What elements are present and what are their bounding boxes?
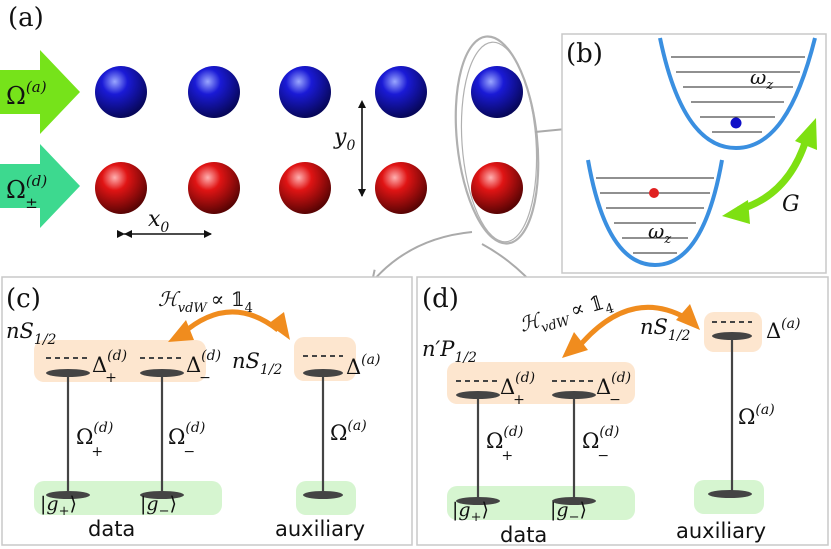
omega-a-arrow-label: Ω(a) <box>6 78 47 110</box>
panel-c-data-label: data <box>88 517 135 541</box>
data-ion <box>649 188 659 198</box>
data-atom <box>95 162 147 214</box>
x0-label: x0 <box>148 207 169 236</box>
panel-d-label: (d) <box>422 284 459 314</box>
phonon-coupling-arrow <box>722 118 817 224</box>
panel-c-detuned-levels <box>46 355 343 359</box>
auxiliary-trap-potential <box>658 37 817 151</box>
y0-arrowhead-top <box>358 100 366 108</box>
panel-d-g-plus: |g+⟩ <box>452 499 489 525</box>
auxiliary-atom <box>188 66 240 118</box>
aux-excited-band <box>294 337 356 381</box>
aux-excited-band-d <box>704 312 762 352</box>
panel-d-data-label: data <box>500 523 547 547</box>
level-aux-excited-d <box>712 332 752 340</box>
data-ground-band-d <box>447 486 635 520</box>
data-ground-band <box>34 481 222 515</box>
panel-c-g-plus: |g+⟩ <box>40 493 77 519</box>
panel-d-transitions <box>476 337 734 500</box>
data-trap: ωz <box>586 159 724 268</box>
omega-d-laser-arrow <box>0 144 80 228</box>
panel-d-omega-minus: Ω(d)− <box>582 424 619 464</box>
level-g-plus <box>46 491 90 499</box>
panel-c-g-minus: |g−⟩ <box>140 493 177 519</box>
panel-c-omega-plus: Ω(d)+ <box>76 420 113 460</box>
auxiliary-atom <box>471 66 523 118</box>
panel-d-delta-plus: Δ(d)+ <box>500 370 535 408</box>
panel-a-label: (a) <box>8 3 44 33</box>
panel-d-omega-plus: Ω(d)+ <box>486 424 523 464</box>
panel-c-omega-minus: Ω(d)− <box>168 420 205 460</box>
level-aux-ground-d <box>708 490 752 498</box>
pointer-to-c <box>372 231 473 282</box>
level-g-plus-d <box>456 497 500 505</box>
panel-c-aux-label: auxiliary <box>275 517 365 541</box>
data-trap-potential <box>586 159 724 268</box>
data-atom <box>375 162 427 214</box>
panel-c-delta-plus: Δ(d)+ <box>92 348 127 386</box>
omega-z-upper-label: ωz <box>750 65 773 93</box>
panel-d-level-p: n′P1/2 <box>422 337 477 366</box>
level-g-minus-d <box>552 497 596 505</box>
level-plus-excited <box>46 369 90 377</box>
panel-c-hamiltonian: ℋvdW∝ 𝟙4 <box>158 287 253 316</box>
data-atom-row <box>95 162 523 214</box>
x0-arrowhead-left <box>124 230 132 238</box>
panel-c-delta-minus: Δ(d)− <box>186 348 221 386</box>
level-g-minus <box>140 491 184 499</box>
panel-c-label: (c) <box>6 284 41 314</box>
auxiliary-ion <box>730 117 742 129</box>
level-minus-excited <box>140 369 184 377</box>
panel-d-vdw-arrow <box>562 304 700 358</box>
level-aux-ground <box>303 491 343 499</box>
omega-a-laser-arrow <box>0 50 80 134</box>
level-plus-excited-d <box>456 391 500 399</box>
panel-c-level-right: nS1/2 <box>232 349 283 378</box>
panel-d-delta-minus: Δ(d)− <box>596 370 631 408</box>
coupling-label: G <box>782 192 800 217</box>
panel-c-omega-a: Ω(a) <box>330 418 367 445</box>
y0-label: y0 <box>333 125 355 154</box>
auxiliary-atom-row <box>95 66 523 118</box>
panel-c-level-left: nS1/2 <box>6 319 57 348</box>
auxiliary-atom <box>279 66 331 118</box>
panel-d-aux-label: auxiliary <box>676 519 766 543</box>
panel-d-g-minus: |g−⟩ <box>550 499 587 525</box>
panel-b-frame <box>561 33 827 274</box>
omega-z-lower-label: ωz <box>648 219 671 247</box>
panel-c-vdw-arrow <box>168 309 290 342</box>
panel-b-label: (b) <box>566 39 603 69</box>
data-atom <box>188 162 240 214</box>
level-minus-excited-d <box>552 391 596 399</box>
omega-d-arrow-label: Ω(d)± <box>6 172 47 212</box>
selection-ellipse <box>454 35 540 245</box>
panel-d-levels <box>456 332 752 505</box>
panel-d-detuned-levels <box>456 321 752 382</box>
panel-d-delta-a: Δ(a) <box>766 316 800 343</box>
auxiliary-trap: ωz <box>658 37 817 151</box>
panel-c-delta-a: Δ(a) <box>346 352 380 379</box>
auxiliary-atom <box>375 66 427 118</box>
panel-c-transitions <box>66 372 325 494</box>
panel-d-level-s: nS1/2 <box>640 315 691 344</box>
panel-d-omega-a: Ω(a) <box>738 402 775 429</box>
level-aux-excited <box>303 369 343 377</box>
data-atom <box>279 162 331 214</box>
data-atom <box>471 162 523 214</box>
auxiliary-atom <box>95 66 147 118</box>
panel-c-levels <box>46 369 343 499</box>
